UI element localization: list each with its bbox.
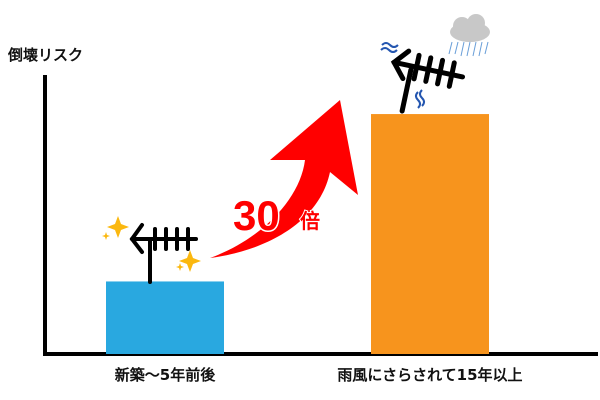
- wind-icon: [380, 42, 425, 109]
- bar-1: [106, 281, 224, 354]
- x-tick-label: 新築～5年前後: [114, 366, 216, 384]
- x-tick-label: 雨風にさらされて15年以上: [337, 366, 523, 384]
- y-axis-label: 倒壊リスク: [8, 46, 84, 64]
- bar-2: [371, 114, 489, 354]
- rain-cloud-icon: [448, 14, 490, 57]
- tilted-antenna-icon: [390, 48, 466, 114]
- antenna-icon: [129, 223, 198, 284]
- growth-arrow: [210, 100, 358, 258]
- multiplier-suffix: 倍: [300, 209, 320, 233]
- multiplier-number: 30: [233, 192, 280, 239]
- sparkle-icon: [102, 216, 201, 272]
